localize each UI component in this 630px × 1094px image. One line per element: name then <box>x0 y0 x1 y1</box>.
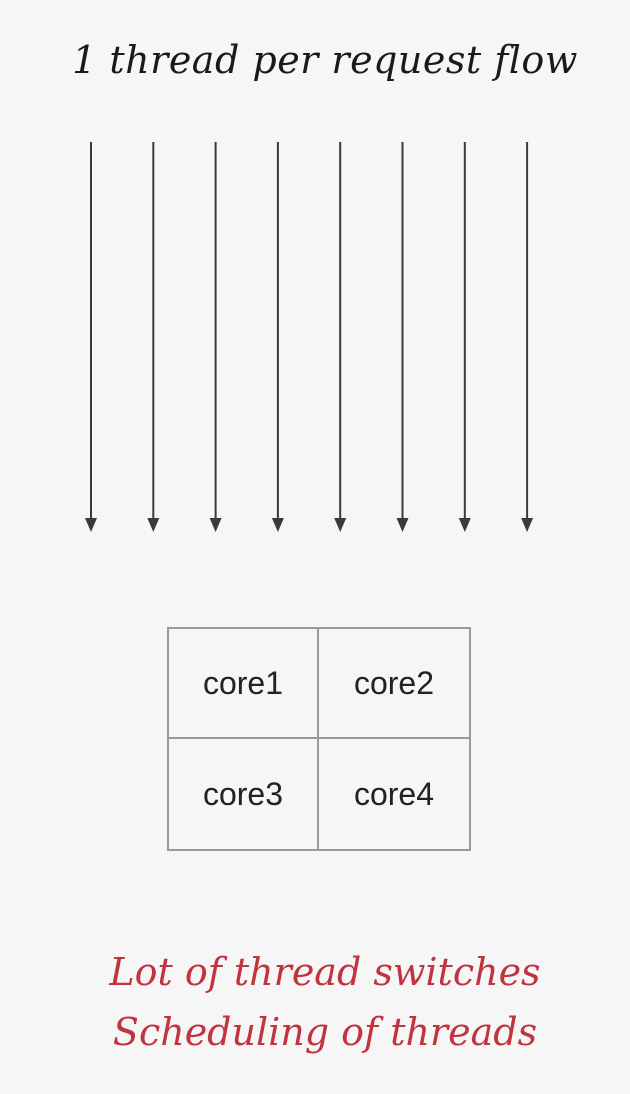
thread-arrows <box>85 142 534 532</box>
thread-arrow-5 <box>334 142 347 532</box>
thread-arrow-6 <box>396 142 409 532</box>
thread-arrow-2 <box>147 142 160 532</box>
thread-arrow-1 <box>85 142 97 532</box>
thread-arrow-4 <box>271 142 284 532</box>
thread-arrow-3 <box>209 142 222 532</box>
note-scheduling: Scheduling of threads <box>112 1010 538 1054</box>
thread-arrow-8 <box>521 142 534 532</box>
core-cell-3: core3 <box>169 739 319 849</box>
cpu-core-grid: core1 core2 core3 core4 <box>167 627 471 851</box>
note-thread-switches: Lot of thread switches <box>109 950 541 994</box>
core-cell-4: core4 <box>353 775 435 812</box>
diagram-title: 1 thread per request flow <box>72 38 578 82</box>
core-cell-1: core1 <box>169 629 319 739</box>
thread-arrow-7 <box>458 142 471 532</box>
core-cell-2: core2 <box>319 629 469 739</box>
